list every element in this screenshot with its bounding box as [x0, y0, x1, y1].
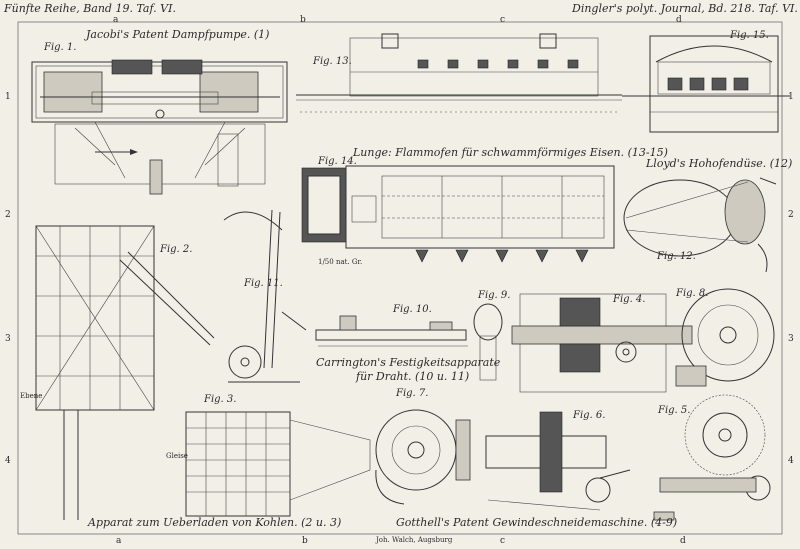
column-label-b-top: b — [300, 15, 306, 25]
row-label-1-right: 1 — [788, 92, 794, 102]
caption-lloyd: Lloyd's Hohofendüse. (12) — [646, 157, 793, 170]
fig-6-label: Fig. 6. — [573, 410, 606, 421]
furnace-elevation-drawing — [296, 33, 622, 113]
tuyere-drawing — [623, 177, 777, 273]
fig-5-label: Fig. 5. — [658, 405, 691, 416]
annotation-gleise: Gleise — [166, 452, 188, 460]
thread-cutter-head-drawing — [375, 409, 471, 505]
caption-jacobi: Jacobi's Patent Dampfpumpe. (1) — [86, 28, 270, 41]
wire-tester-side-drawing — [315, 315, 468, 347]
column-label-d-top: d — [676, 15, 682, 25]
row-label-4-left: 4 — [5, 456, 11, 466]
thread-cutter-section-drawing — [511, 293, 693, 393]
scale-note: 1/50 nat. Gr. — [318, 258, 363, 266]
row-label-3-left: 3 — [5, 334, 11, 344]
fig-7-label: Fig. 7. — [396, 388, 429, 399]
fig-13-label: Fig. 13. — [313, 56, 352, 67]
column-label-a-top: a — [113, 15, 119, 25]
row-label-2-left: 2 — [5, 210, 11, 220]
fig-14-label: Fig. 14. — [318, 156, 357, 167]
fig-2-label: Fig. 2. — [160, 244, 193, 255]
gear-drive-drawing — [653, 394, 771, 521]
fig-12-label: Fig. 12. — [657, 251, 696, 262]
column-label-b-bottom: b — [302, 536, 308, 546]
plate-border — [17, 21, 783, 535]
fig-4-label: Fig. 4. — [613, 294, 646, 305]
fig-1-label: Fig. 1. — [44, 42, 77, 53]
fig-11-label: Fig. 11. — [244, 278, 283, 289]
row-label-2-right: 2 — [788, 210, 794, 220]
die-holder-drawing — [473, 303, 503, 381]
fig-8-label: Fig. 8. — [676, 288, 709, 299]
caption-apparat: Apparat zum Ueberladen von Kohlen. (2 u.… — [88, 516, 342, 529]
engraver-imprint: Joh. Walch, Augsburg — [376, 536, 453, 544]
thread-cutter-elevation-drawing — [485, 411, 631, 511]
column-label-c-bottom: c — [500, 536, 506, 546]
chuck-front-drawing — [675, 288, 775, 387]
annotation-ebene: Ebene — [20, 392, 43, 400]
wire-tester-drawing — [223, 209, 307, 383]
row-label-4-right: 4 — [788, 456, 794, 466]
fig-3-label: Fig. 3. — [204, 394, 237, 405]
caption-carrington-line1: Carrington's Festigkeitsapparate — [316, 356, 501, 369]
coal-tower-drawing — [35, 225, 215, 411]
caption-carrington-line2: für Draht. (10 u. 11) — [356, 370, 470, 383]
furnace-cross-section-drawing — [622, 35, 790, 133]
column-label-d-bottom: d — [680, 536, 686, 546]
column-label-c-top: c — [500, 15, 506, 25]
caption-gotthell: Gotthell's Patent Gewindeschneidemaschin… — [396, 516, 678, 529]
fig-15-label: Fig. 15. — [730, 30, 769, 41]
flame-furnace-plan-drawing — [301, 165, 615, 263]
steam-pump-drawing — [31, 59, 288, 195]
caption-lunge: Lunge: Flammofen für schwammförmiges Eis… — [353, 146, 668, 159]
fig-10-label: Fig. 10. — [393, 304, 432, 315]
row-label-3-right: 3 — [788, 334, 794, 344]
row-label-1-left: 1 — [5, 92, 11, 102]
fig-9-label: Fig. 9. — [478, 290, 511, 301]
column-label-a-bottom: a — [116, 536, 122, 546]
header-right: Dingler's polyt. Journal, Bd. 218. Taf. … — [572, 2, 798, 15]
coal-loader-plan-drawing — [63, 410, 371, 520]
header-left: Fünfte Reihe, Band 19. Taf. VI. — [4, 2, 176, 15]
